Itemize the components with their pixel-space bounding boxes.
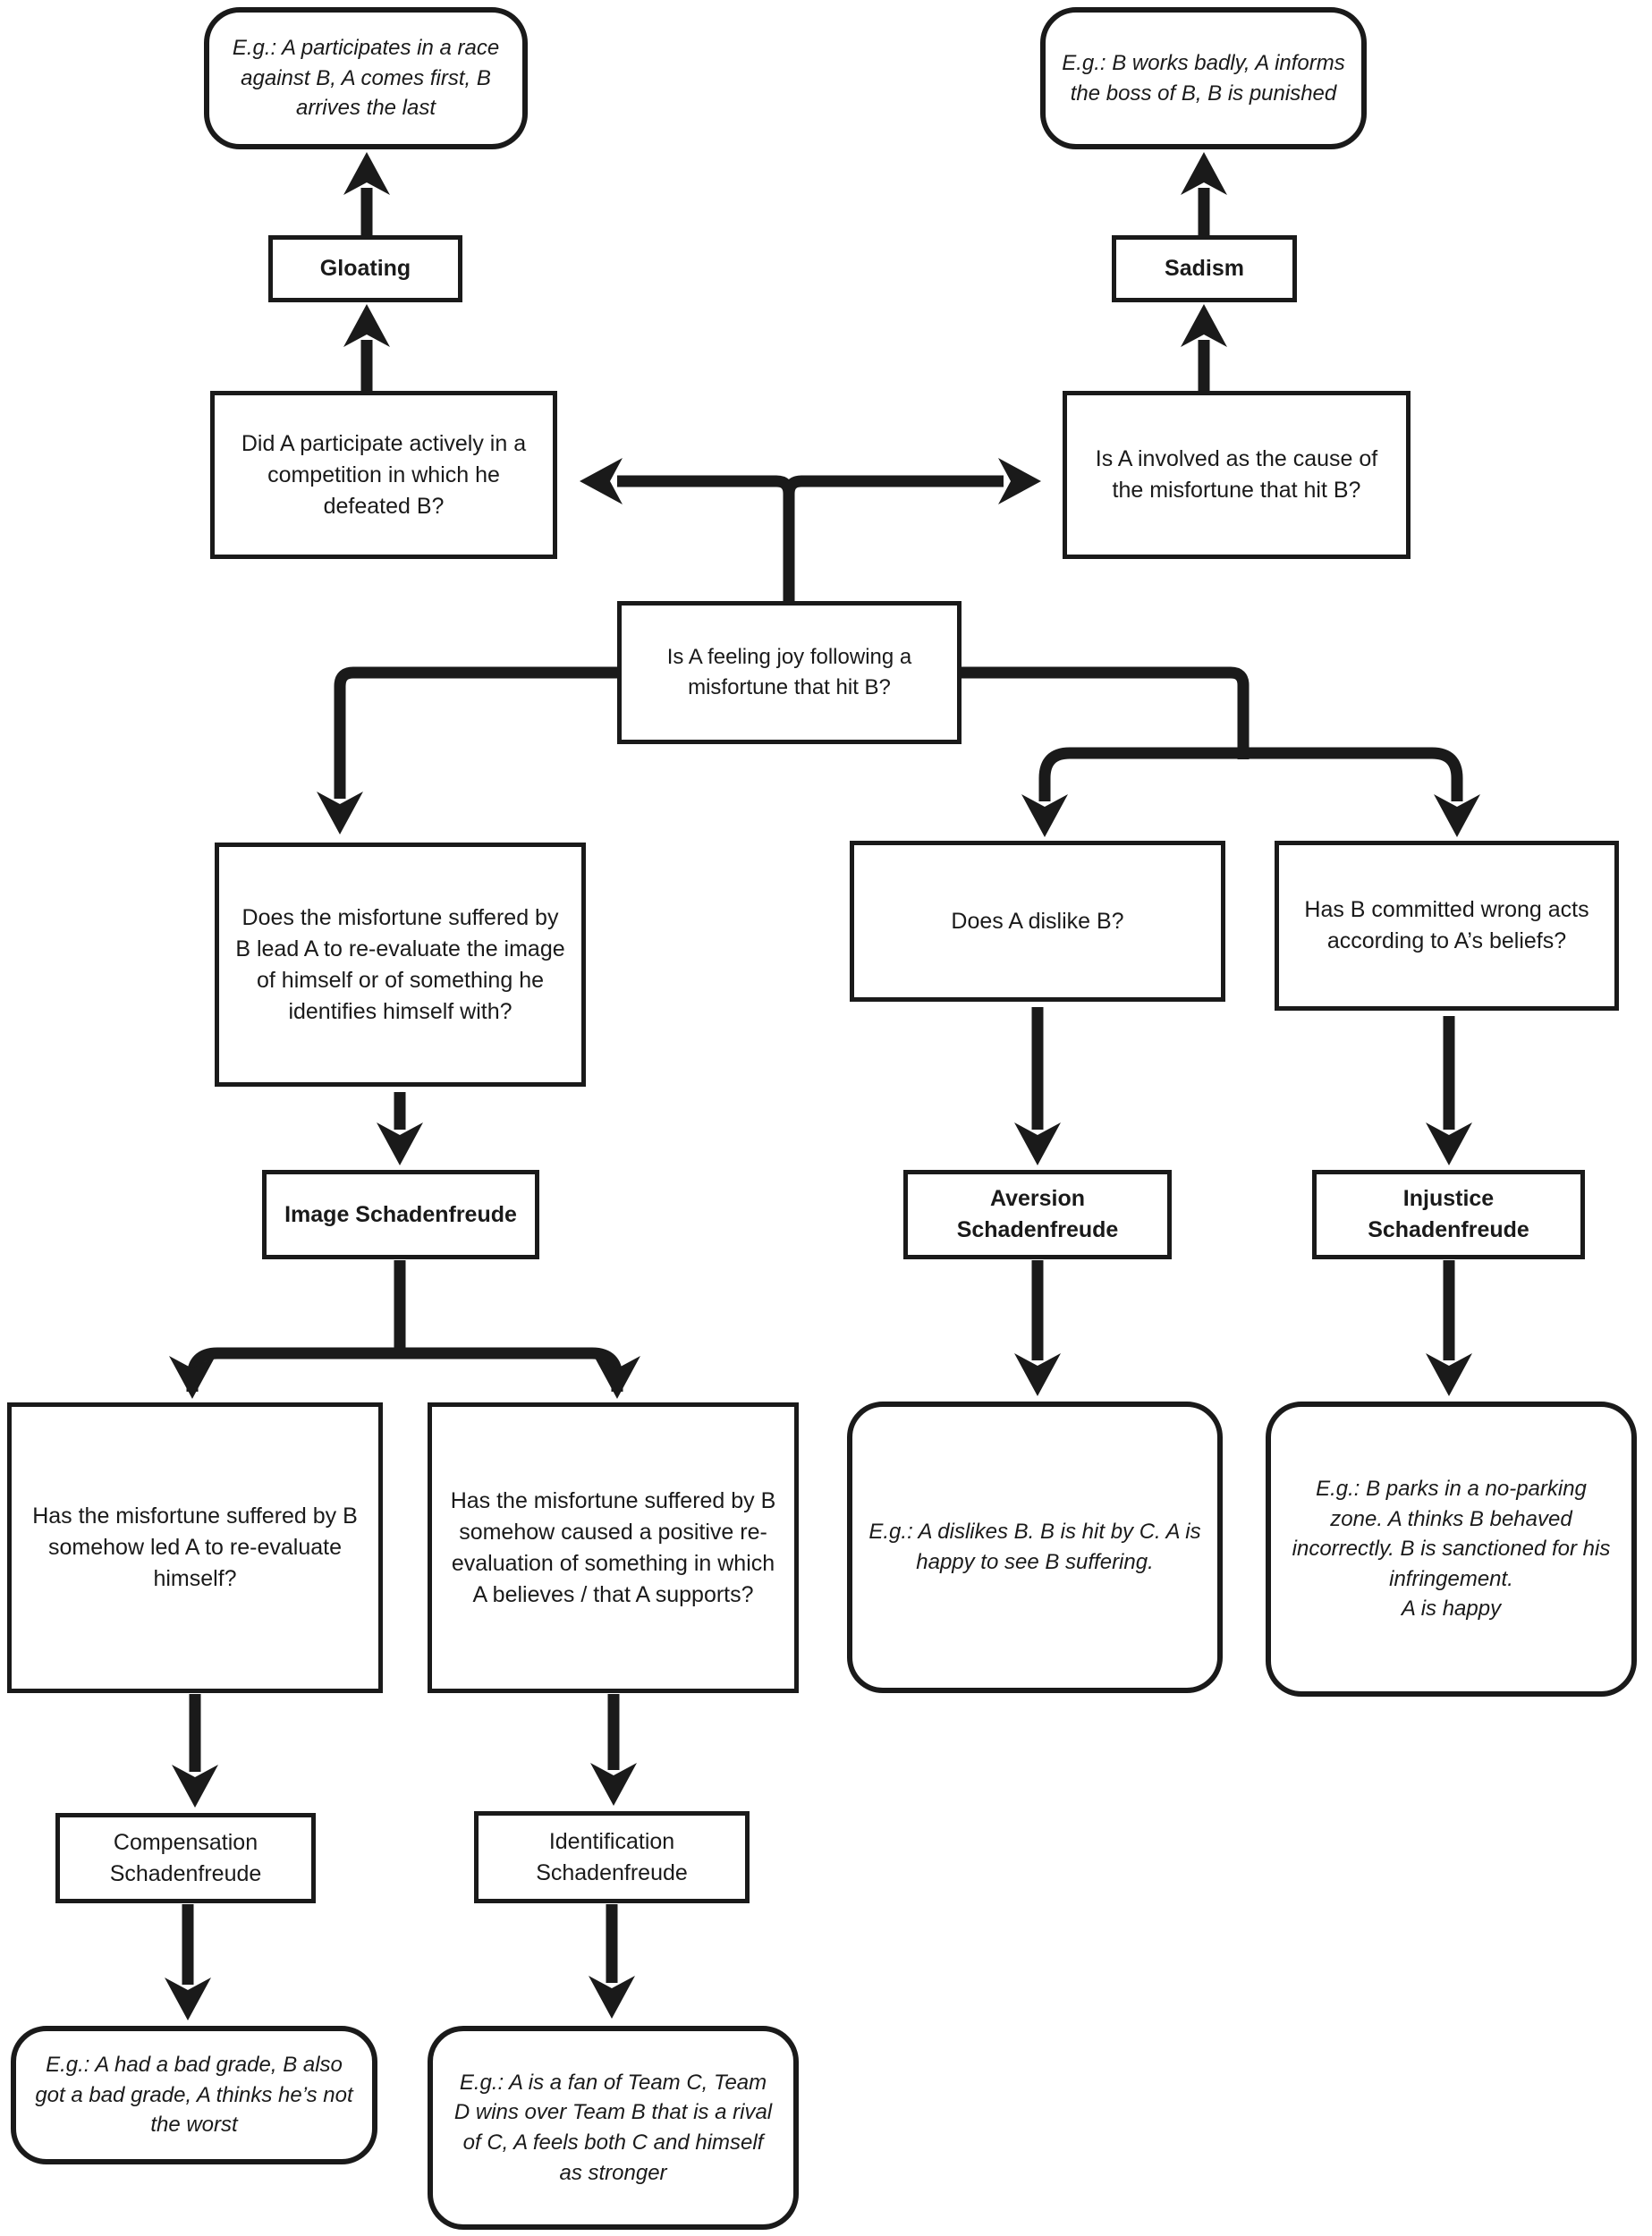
node-injustice-schadenfreude: Injustice Schadenfreude [1312, 1170, 1585, 1259]
node-compensation-schadenfreude: Compensation Schadenfreude [55, 1813, 316, 1903]
arrowheads [165, 152, 1480, 2020]
example-sadism: E.g.: B works badly, A informs the boss … [1040, 7, 1367, 149]
node-gloating: Gloating [268, 235, 462, 302]
example-gloating: E.g.: A participates in a race against B… [204, 7, 528, 149]
node-aversion-schadenfreude: Aversion Schadenfreude [903, 1170, 1172, 1259]
question-image-reevaluation: Does the misfortune suffered by B lead A… [215, 843, 586, 1087]
example-identification: E.g.: A is a fan of Team C, Team D wins … [428, 2026, 799, 2230]
arrow-root-right-branch [962, 666, 1463, 801]
node-image-schadenfreude: Image Schadenfreude [262, 1170, 539, 1259]
node-identification-schadenfreude: Identification Schadenfreude [474, 1811, 750, 1903]
arrow-root-to-q-image [334, 666, 617, 799]
question-root-joy-following-misfortune: Is A feeling joy following a misfortune … [617, 601, 962, 744]
example-injustice: E.g.: B parks in a no-parking zone. A th… [1266, 1402, 1637, 1697]
question-positive-reevaluation: Has the misfortune suffered by B somehow… [428, 1402, 799, 1693]
question-cause-of-misfortune: Is A involved as the cause of the misfor… [1063, 391, 1411, 559]
example-aversion: E.g.: A dislikes B. B is hit by C. A is … [847, 1402, 1223, 1693]
question-dislike: Does A dislike B? [850, 841, 1225, 1002]
arrow-root-to-q-competition [617, 475, 795, 602]
example-compensation: E.g.: A had a bad grade, B also got a ba… [11, 2026, 377, 2164]
question-competition: Did A participate actively in a competit… [210, 391, 557, 559]
arrow-root-to-q-cause [783, 475, 1004, 602]
question-reevaluate-himself: Has the misfortune suffered by B somehow… [7, 1402, 383, 1693]
node-sadism: Sadism [1112, 235, 1297, 302]
arrow-image-sf-split [186, 1260, 623, 1392]
question-wrong-acts: Has B committed wrong acts according to … [1275, 841, 1619, 1011]
